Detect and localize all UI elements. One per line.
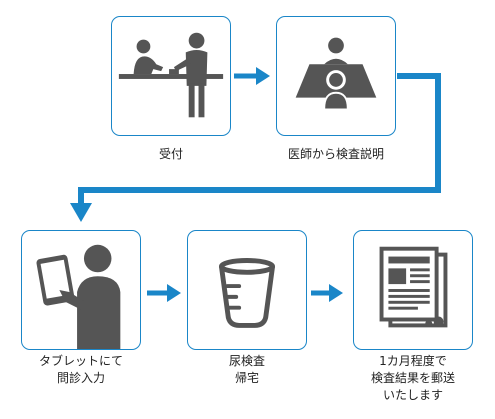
- arrow-right-1: [234, 67, 270, 85]
- arrow-elbow: [70, 73, 441, 222]
- step-card-results: [353, 230, 473, 350]
- specimen-cup-icon: [218, 258, 276, 328]
- reception-desk-icon: [118, 32, 224, 118]
- document-report-icon: [379, 246, 448, 328]
- step-label-reception: 受付: [158, 147, 183, 161]
- arrow-right-2: [147, 284, 181, 302]
- step-label-explanation: 医師から検査説明: [287, 147, 384, 161]
- doctor-consultation-icon: [295, 37, 377, 110]
- step-label-results: 1カ月程度で 検査結果を郵送 いたします: [370, 354, 455, 402]
- step-label-tablet: タブレットにて 問診入力: [38, 354, 123, 385]
- arrow-right-3: [311, 284, 343, 302]
- tablet-user-icon: [36, 244, 121, 349]
- step-card-urine-test: [187, 230, 307, 350]
- step-card-tablet: [21, 230, 141, 350]
- step-card-explanation: [276, 16, 396, 136]
- step-label-urine-test: 尿検査 帰宅: [228, 354, 265, 385]
- step-card-reception: [111, 16, 231, 136]
